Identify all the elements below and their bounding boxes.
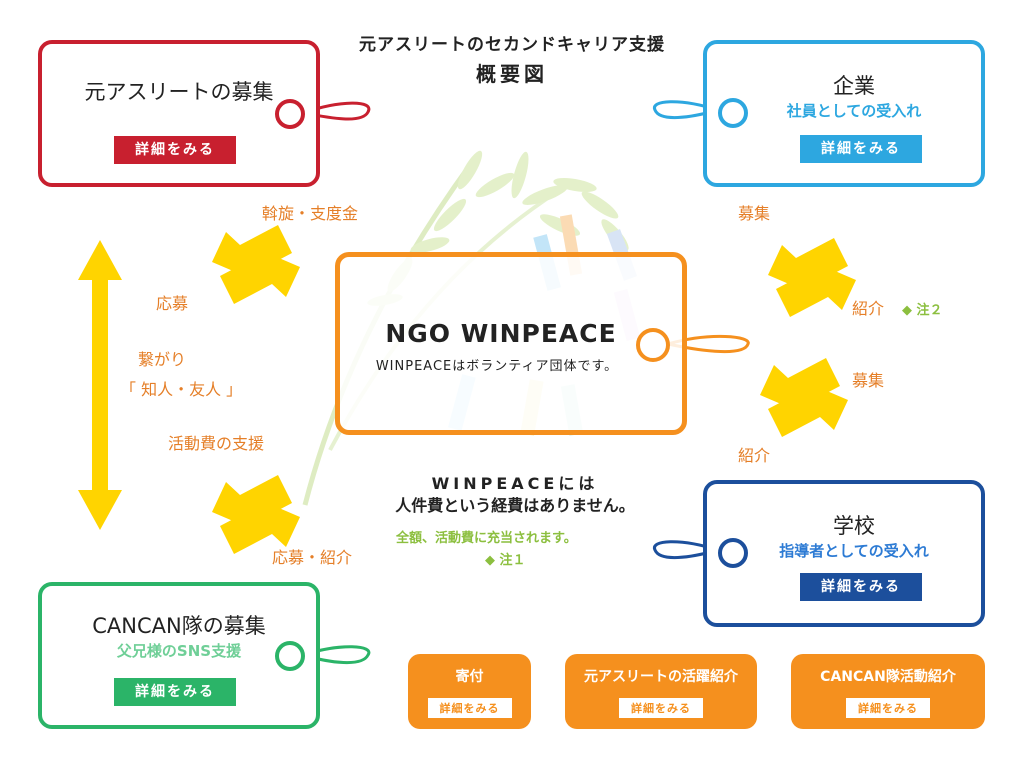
label-boshu-lower: 募集: [852, 371, 885, 390]
label-shoukai-lower: 紹介: [738, 446, 771, 465]
label-chijin: 「 知人・友人 」: [120, 380, 243, 399]
exchange-arrows-lower-right: [760, 358, 848, 437]
tag-hole-icon: [718, 538, 748, 568]
tag-string-company: [653, 100, 724, 120]
tag-hole-icon: [275, 641, 305, 671]
tag-string-school: [653, 540, 724, 560]
tag-hole-icon: [718, 98, 748, 128]
label-tsunagari: 繋がり: [138, 350, 187, 369]
note-zengaku: 全額、活動費に充当されます。: [396, 531, 577, 546]
tag-string-cancan: [297, 645, 371, 665]
detail-button[interactable]: 詳細をみる: [114, 678, 236, 706]
label-boshu-upper: 募集: [738, 204, 771, 223]
note-1: ◆ 注１: [485, 553, 526, 568]
detail-button[interactable]: 詳細をみる: [800, 135, 922, 163]
label-assen: 斡旋・支度金: [262, 204, 359, 223]
diagram-subtitle: 概要図: [476, 62, 548, 86]
detail-button[interactable]: 詳細をみる: [846, 698, 930, 718]
card-ngo-winpeace: NGO WINPEACE WINPEACEはボランティア団体です。: [335, 252, 687, 435]
statement-line1: WINPEACEには: [431, 474, 599, 493]
panel-title: 元アスリートの活躍紹介: [584, 669, 738, 685]
card-title: 学校: [833, 514, 875, 538]
exchange-arrows-lower-left: [212, 475, 300, 554]
label-shoukai-upper: 紹介: [852, 299, 885, 318]
label-katsudouhi: 活動費の支援: [168, 434, 265, 453]
detail-button[interactable]: 詳細をみる: [114, 136, 236, 164]
diagram-title: 元アスリートのセカンドキャリア支援: [359, 35, 665, 55]
panel-title: CANCAN隊活動紹介: [820, 669, 956, 685]
card-cancan-recruit: CANCAN隊の募集 父兄様のSNS支援 詳細をみる: [38, 582, 320, 729]
statement-line2: 人件費という経費はありません。: [395, 496, 635, 515]
label-oubo-shoukai: 応募・紹介: [272, 548, 353, 567]
athlete-activity-panel[interactable]: 元アスリートの活躍紹介 詳細をみる: [565, 654, 757, 729]
label-oubo: 応募: [156, 294, 189, 313]
connection-arrow-vertical: [78, 240, 122, 530]
detail-button[interactable]: 詳細をみる: [800, 573, 922, 601]
tag-hole-icon: [275, 99, 305, 129]
card-title: CANCAN隊の募集: [92, 614, 266, 638]
card-athlete-recruit: 元アスリートの募集 詳細をみる: [38, 40, 320, 187]
cancan-activity-panel[interactable]: CANCAN隊活動紹介 詳細をみる: [791, 654, 985, 729]
card-school: 学校 指導者としての受入れ 詳細をみる: [703, 480, 985, 627]
detail-button[interactable]: 詳細をみる: [427, 698, 512, 718]
exchange-arrows-upper-right: [768, 238, 856, 317]
card-company: 企業 社員としての受入れ 詳細をみる: [703, 40, 985, 187]
note-2: ◆ 注２: [902, 303, 943, 318]
donation-panel[interactable]: 寄付 詳細をみる: [408, 654, 531, 729]
detail-button[interactable]: 詳細をみる: [619, 698, 703, 718]
card-subtitle: 社員としての受入れ: [786, 102, 922, 120]
tag-hole-icon: [636, 328, 670, 362]
tag-string-athlete: [297, 101, 371, 121]
card-title: 元アスリートの募集: [84, 80, 274, 104]
panel-title: 寄付: [455, 669, 484, 685]
card-title: 企業: [833, 74, 875, 98]
card-subtitle: 父兄様のSNS支援: [116, 642, 242, 660]
tag-string-center: [667, 335, 750, 353]
card-subtitle: 指導者としての受入れ: [779, 542, 929, 560]
center-title: NGO WINPEACE: [385, 319, 617, 348]
center-description: WINPEACEはボランティア団体です。: [375, 359, 619, 374]
exchange-arrows-upper-left: [212, 225, 300, 304]
